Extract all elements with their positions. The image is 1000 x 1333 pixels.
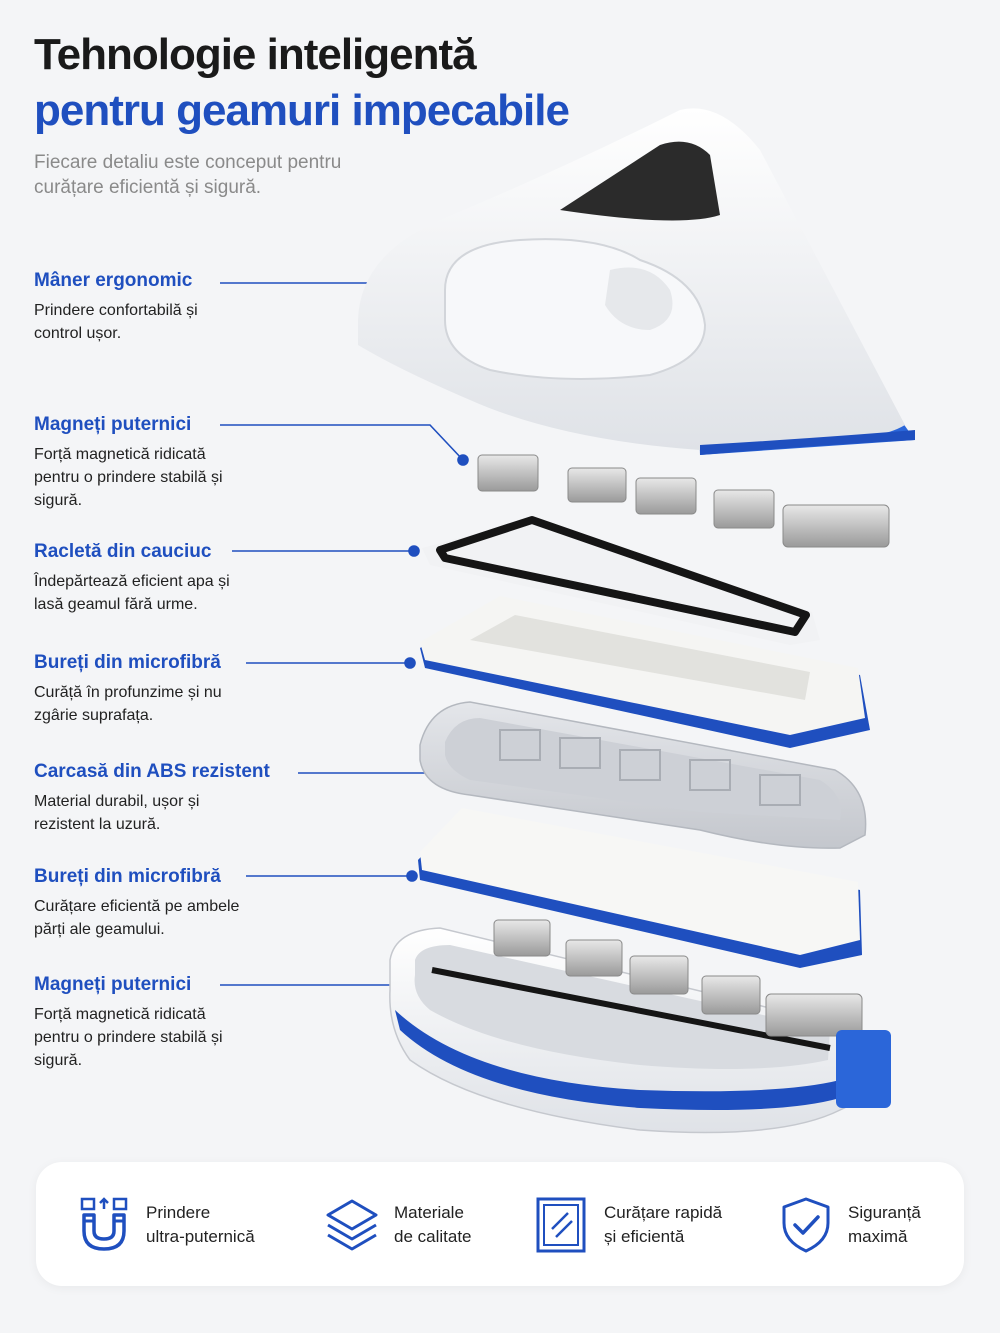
magnet-icon: [80, 1197, 128, 1251]
label-strong-magnets-bottom: Magneți puternici Forță magnetică ridica…: [34, 973, 334, 1072]
microfiber-sponge-top: [420, 596, 870, 748]
label-description: Curățare eficientă pe ambele părți ale g…: [34, 898, 240, 938]
label-description: Îndepărtează eficient apa și lasă geamul…: [34, 573, 230, 613]
handle-unit: [358, 108, 915, 455]
label-rubber-squeegee: Racletă din cauciuc Îndepărtează eficien…: [34, 540, 334, 616]
label-strong-magnets-top: Magneți puternici Forță magnetică ridica…: [34, 413, 334, 512]
window-icon: [536, 1197, 586, 1253]
label-description: Curăță în profunzime și nu zgârie supraf…: [34, 684, 222, 724]
label-abs-housing: Carcasă din ABS rezistent Material durab…: [34, 760, 334, 836]
abs-housing: [419, 701, 867, 849]
label-title: Bureți din microfibră: [34, 652, 221, 673]
shield-check-icon: [782, 1197, 830, 1253]
label-description: Prindere confortabilă și control ușor.: [34, 302, 198, 342]
layers-icon: [326, 1199, 378, 1251]
label-microfiber-sponge-1: Bureți din microfibră Curăță în profunzi…: [34, 651, 334, 727]
squeegee-frame: [422, 516, 820, 645]
label-ergonomic-handle: Mâner ergonomic Prindere confortabilă și…: [34, 269, 334, 345]
label-description: Forță magnetică ridicată pentru o prinde…: [34, 1006, 223, 1069]
exploded-product-illustration: [220, 108, 915, 1134]
label-title: Bureți din microfibră: [34, 866, 221, 887]
label-microfiber-sponge-2: Bureți din microfibră Curățare eficientă…: [34, 865, 334, 941]
label-title: Magneți puternici: [34, 974, 192, 995]
page-title: Tehnologie inteligentă: [34, 30, 477, 79]
label-title: Carcasă din ABS rezistent: [34, 761, 270, 782]
magnets-row: [477, 454, 890, 548]
label-description: Forță magnetică ridicată pentru o prinde…: [34, 446, 223, 509]
microfiber-sponge-bottom: [418, 808, 862, 968]
page-title-highlight: pentru geamuri impecabile: [34, 86, 570, 135]
label-title: Racletă din cauciuc: [34, 541, 212, 562]
label-description: Material durabil, ușor și rezistent la u…: [34, 793, 200, 833]
page-subtitle: Fiecare detaliu este conceput pentru cur…: [34, 152, 342, 198]
label-title: Mâner ergonomic: [34, 270, 193, 291]
label-title: Magneți puternici: [34, 414, 192, 435]
base-unit: [389, 919, 891, 1134]
